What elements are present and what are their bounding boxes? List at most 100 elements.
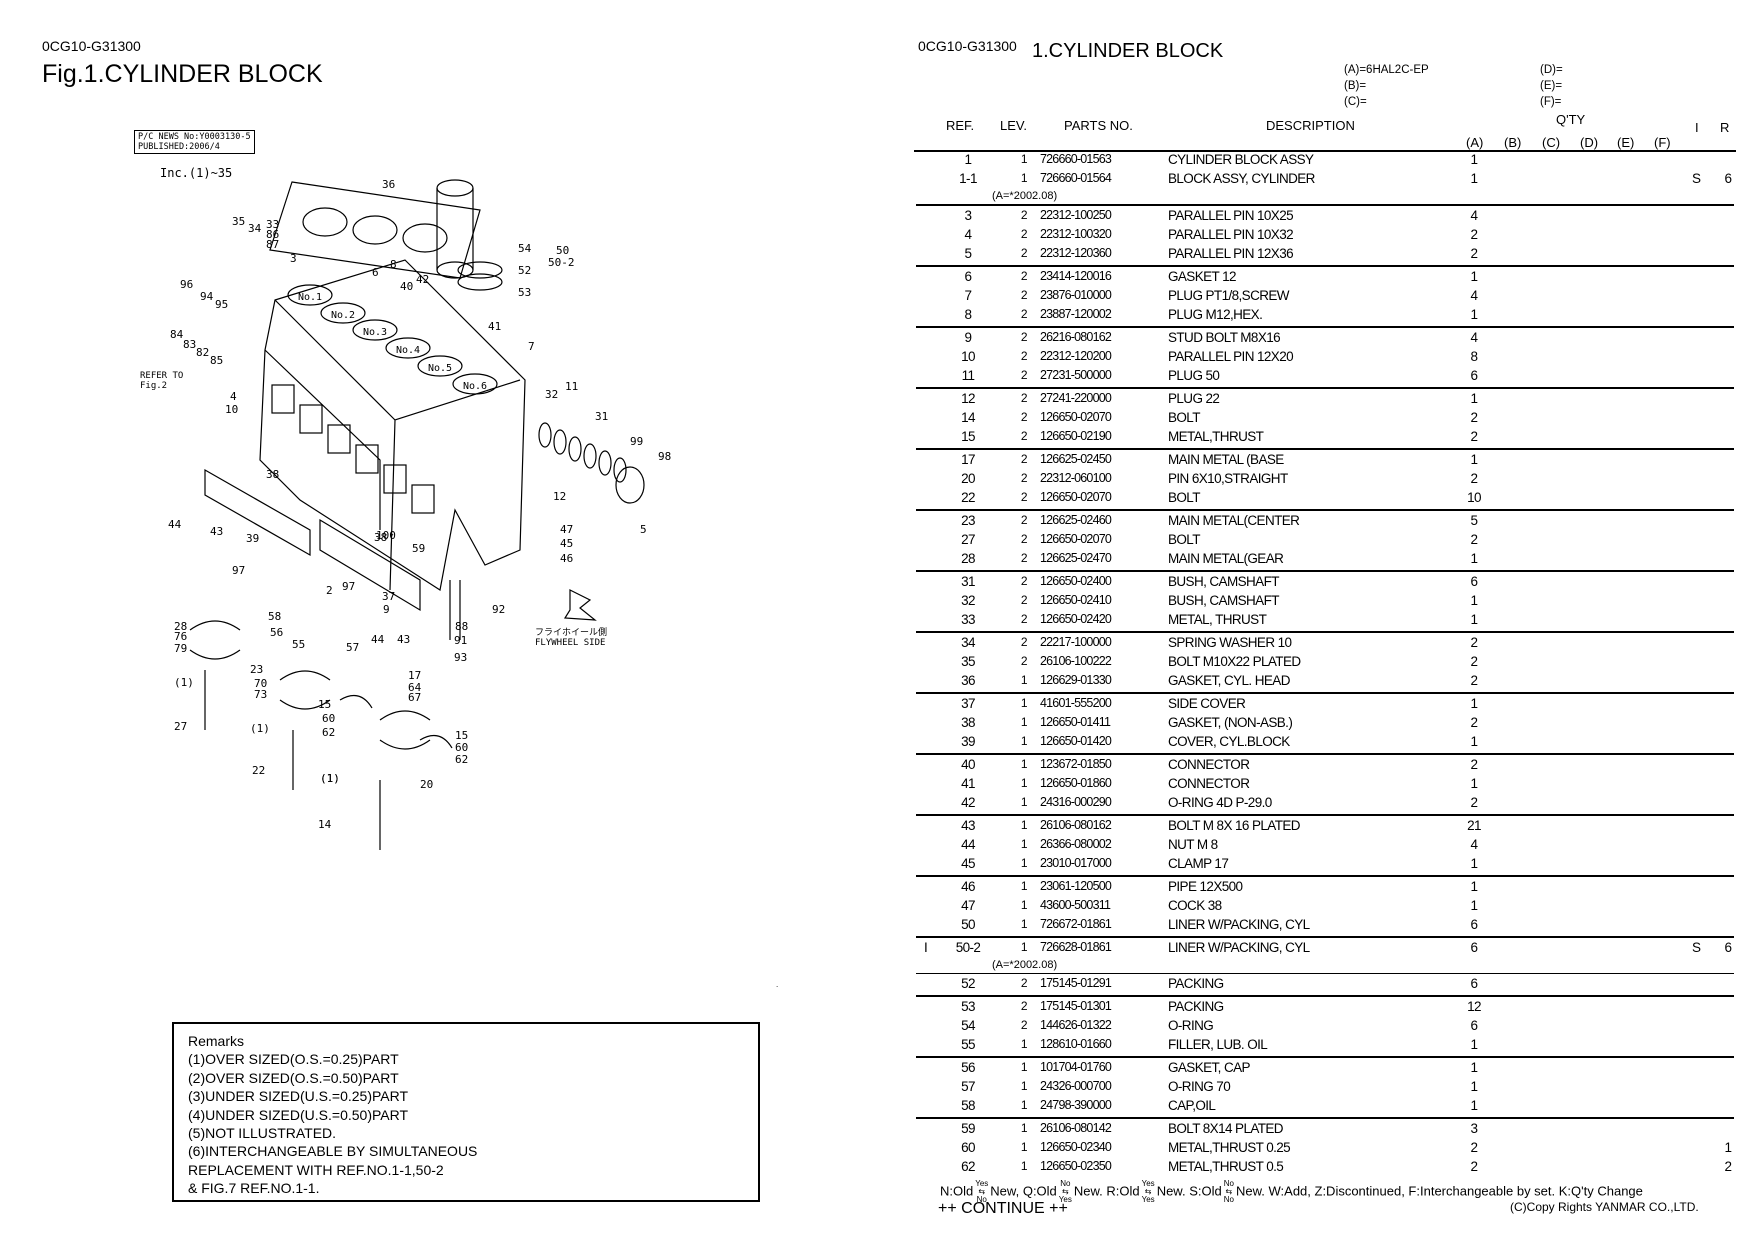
cell-desc: MAIN METAL (BASE bbox=[1168, 452, 1284, 467]
cell-desc: METAL,THRUST 0.25 bbox=[1168, 1140, 1291, 1155]
callout-number: 84 bbox=[170, 328, 184, 341]
callout-number: 35 bbox=[232, 215, 245, 228]
liner-top bbox=[436, 179, 474, 197]
cell-pno: 22312-100320 bbox=[1040, 227, 1112, 241]
cell-ref: 53 bbox=[961, 999, 975, 1014]
cell-ref: 56 bbox=[961, 1060, 975, 1075]
cell-desc: O-RING 4D P-29.0 bbox=[1168, 795, 1272, 810]
remark-line: (1)OVER SIZED(O.S.=0.25)PART bbox=[188, 1051, 399, 1068]
cell-pno: 24316-000290 bbox=[1040, 795, 1112, 809]
legend-rest: W:Add, Z:Discontinued, F:Interchangeable… bbox=[1268, 1183, 1643, 1199]
diagram-label: フライホイール側 bbox=[535, 626, 607, 638]
cylinder-block-shape bbox=[259, 259, 526, 591]
cell-ref: 50 bbox=[961, 917, 975, 932]
group-separator bbox=[916, 509, 1734, 511]
cell-lev: 2 bbox=[1020, 208, 1028, 222]
cell-pno: 101704-01760 bbox=[1040, 1060, 1112, 1074]
cell-pno: 126650-02350 bbox=[1040, 1159, 1112, 1173]
callout-number: 37 bbox=[382, 590, 395, 603]
qty-col-e: (E) bbox=[1617, 135, 1635, 150]
cell-pno: 126650-02400 bbox=[1040, 574, 1112, 588]
callout-number: 11 bbox=[565, 380, 578, 393]
cell-lev: 2 bbox=[1020, 999, 1028, 1013]
group-separator bbox=[916, 692, 1734, 694]
callout-number: 28 bbox=[174, 620, 187, 633]
continue-marker: ++ CONTINUE ++ bbox=[938, 1200, 1068, 1217]
qty-col-b: (B) bbox=[1504, 135, 1522, 150]
cell-lev: 2 bbox=[1020, 227, 1028, 241]
callout-number: 70 bbox=[254, 677, 267, 690]
cell-i: S bbox=[1692, 940, 1701, 955]
figure-title: Fig.1.CYLINDER BLOCK bbox=[42, 60, 323, 88]
cell-pno: 126650-02340 bbox=[1040, 1140, 1112, 1154]
legend-s-new: New. bbox=[1235, 1183, 1265, 1199]
cell-qa: 4 bbox=[1470, 288, 1479, 303]
remark-line: (4)UNDER SIZED(U.S.=0.50)PART bbox=[188, 1106, 409, 1123]
cell-ref: 37 bbox=[961, 696, 975, 711]
cell-lev: 1 bbox=[1020, 1098, 1028, 1112]
cell-qa: 2 bbox=[1470, 673, 1479, 688]
cell-qa: 6 bbox=[1470, 368, 1479, 383]
cell-qa: 1 bbox=[1470, 593, 1479, 608]
callout-number: 98 bbox=[658, 450, 671, 463]
cell-qa: 1 bbox=[1470, 1037, 1479, 1052]
cell-pno: 23414-120016 bbox=[1040, 269, 1112, 283]
cell-qa: 1 bbox=[1470, 734, 1479, 749]
cell-desc: FILLER, LUB. OIL bbox=[1168, 1037, 1268, 1052]
cell-qa: 5 bbox=[1470, 513, 1479, 528]
cell-desc: GASKET, CYL. HEAD bbox=[1168, 673, 1290, 688]
table-note: (A=*2002.08) bbox=[916, 190, 1734, 204]
callout-number: 92 bbox=[492, 603, 505, 616]
cell-pno: 144626-01322 bbox=[1040, 1018, 1112, 1032]
diagram-label: REFER TO bbox=[140, 371, 183, 381]
diagram-label: Inc.(1)~35 bbox=[160, 166, 232, 180]
cell-lev: 2 bbox=[1020, 246, 1028, 260]
callout-number: 32 bbox=[545, 388, 558, 401]
pc-news-line: P/C NEWS No:Y0003130-5 bbox=[138, 132, 251, 142]
legend-arrow: Yes⇆No bbox=[975, 1179, 989, 1204]
callout-number: 40 bbox=[400, 280, 413, 293]
cell-pno: 23061-120500 bbox=[1040, 879, 1112, 893]
callout-number: 57 bbox=[346, 641, 359, 654]
callout-number: 86 bbox=[266, 228, 279, 241]
cell-desc: GASKET, CAP bbox=[1168, 1060, 1251, 1075]
model-e: (E)= bbox=[1540, 80, 1563, 92]
cell-qa: 1 bbox=[1470, 776, 1479, 791]
callout-number: 50 bbox=[556, 244, 569, 257]
cell-pno: 43600-500311 bbox=[1040, 898, 1111, 912]
callout-number: 53 bbox=[518, 286, 531, 299]
cell-ref: 47 bbox=[961, 898, 975, 913]
cell-qa: 1 bbox=[1470, 1060, 1479, 1075]
cell-qa: 1 bbox=[1470, 1098, 1479, 1113]
cell-desc: METAL,THRUST bbox=[1168, 429, 1264, 444]
callout-number: 58 bbox=[268, 610, 281, 623]
cell-pno: 726660-01564 bbox=[1040, 171, 1112, 185]
cell-pno: 126650-02070 bbox=[1040, 532, 1112, 546]
cell-ref: 11 bbox=[961, 368, 975, 383]
cell-lev: 1 bbox=[1020, 1079, 1028, 1093]
cell-pno: 23876-010000 bbox=[1040, 288, 1112, 302]
note-text: (A=*2002.08) bbox=[992, 190, 1058, 202]
callout-number: 99 bbox=[630, 435, 643, 448]
legend-q-new: New. bbox=[1073, 1183, 1103, 1199]
header-ref: REF. bbox=[946, 118, 975, 133]
cell-pno: 26106-080142 bbox=[1040, 1121, 1112, 1135]
cell-lev: 1 bbox=[1020, 940, 1028, 954]
cell-desc: PARALLEL PIN 12X36 bbox=[1168, 246, 1294, 261]
cell-desc: LINER W/PACKING, CYL bbox=[1168, 917, 1310, 932]
head-gasket-shape bbox=[269, 181, 481, 279]
cylinder-label: No.2 bbox=[331, 310, 355, 321]
